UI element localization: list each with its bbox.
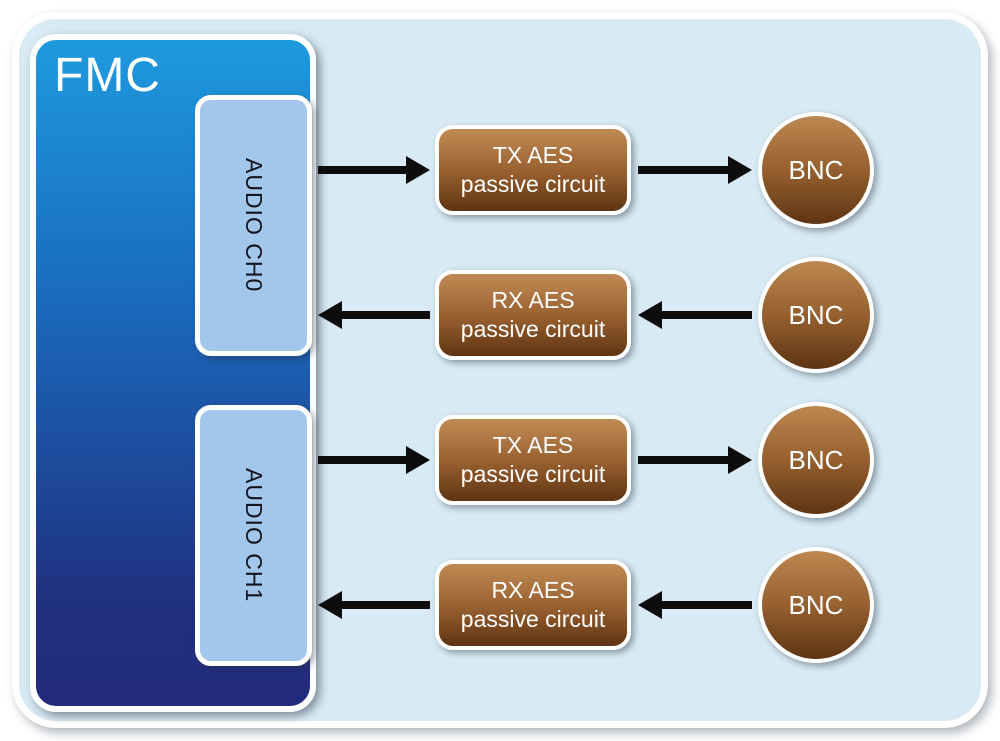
arrow-bnc-to-rx-ch1-icon (638, 591, 752, 619)
arrow-tx-to-bnc-ch1-icon (638, 446, 752, 474)
tx-aes-block-ch1: TX AES passive circuit (435, 415, 631, 505)
arrow-head (638, 591, 662, 619)
block-label-line1: RX AES (491, 287, 575, 314)
bnc-label: BNC (788, 444, 844, 475)
bnc-connector-tx-ch1: BNC (758, 402, 874, 518)
bnc-label: BNC (788, 154, 844, 185)
block-label-line2: passive circuit (460, 316, 606, 342)
arrow-head (318, 301, 342, 329)
arrow-shaft (638, 166, 732, 174)
arrow-shaft (318, 456, 410, 464)
arrow-shaft (338, 601, 430, 609)
arrow-shaft (658, 311, 752, 319)
rx-aes-block-ch0: RX AES passive circuit (435, 270, 631, 360)
audio-ch1-box: AUDIO CH1 (195, 405, 312, 666)
arrow-shaft (638, 456, 732, 464)
arrow-head (406, 156, 430, 184)
bnc-connector-tx-ch0: BNC (758, 112, 874, 228)
audio-ch1-label: AUDIO CH1 (241, 468, 267, 603)
arrow-shaft (318, 166, 410, 174)
fmc-title: FMC (54, 49, 161, 102)
arrow-tx-to-bnc-ch0-icon (638, 156, 752, 184)
arrow-shaft (658, 601, 752, 609)
arrow-head (728, 156, 752, 184)
block-label-line1: TX AES (492, 142, 574, 169)
rx-aes-block-ch1: RX AES passive circuit (435, 560, 631, 650)
bnc-connector-rx-ch0: BNC (758, 257, 874, 373)
arrow-head (638, 301, 662, 329)
audio-ch0-label: AUDIO CH0 (241, 158, 267, 293)
block-label-line1: RX AES (491, 577, 575, 604)
block-label-line2: passive circuit (460, 171, 606, 197)
arrow-rx-to-ch1-icon (318, 591, 430, 619)
block-label-line2: passive circuit (460, 461, 606, 487)
arrow-head (318, 591, 342, 619)
block-label-line1: TX AES (492, 432, 574, 459)
arrow-head (406, 446, 430, 474)
arrow-ch0-to-tx-icon (318, 156, 430, 184)
bnc-label: BNC (788, 589, 844, 620)
bnc-label: BNC (788, 299, 844, 330)
arrow-bnc-to-rx-ch0-icon (638, 301, 752, 329)
arrow-shaft (338, 311, 430, 319)
arrow-rx-to-ch0-icon (318, 301, 430, 329)
bnc-connector-rx-ch1: BNC (758, 547, 874, 663)
arrow-head (728, 446, 752, 474)
tx-aes-block-ch0: TX AES passive circuit (435, 125, 631, 215)
block-label-line2: passive circuit (460, 606, 606, 632)
arrow-ch1-to-tx-icon (318, 446, 430, 474)
audio-ch0-box: AUDIO CH0 (195, 95, 312, 356)
